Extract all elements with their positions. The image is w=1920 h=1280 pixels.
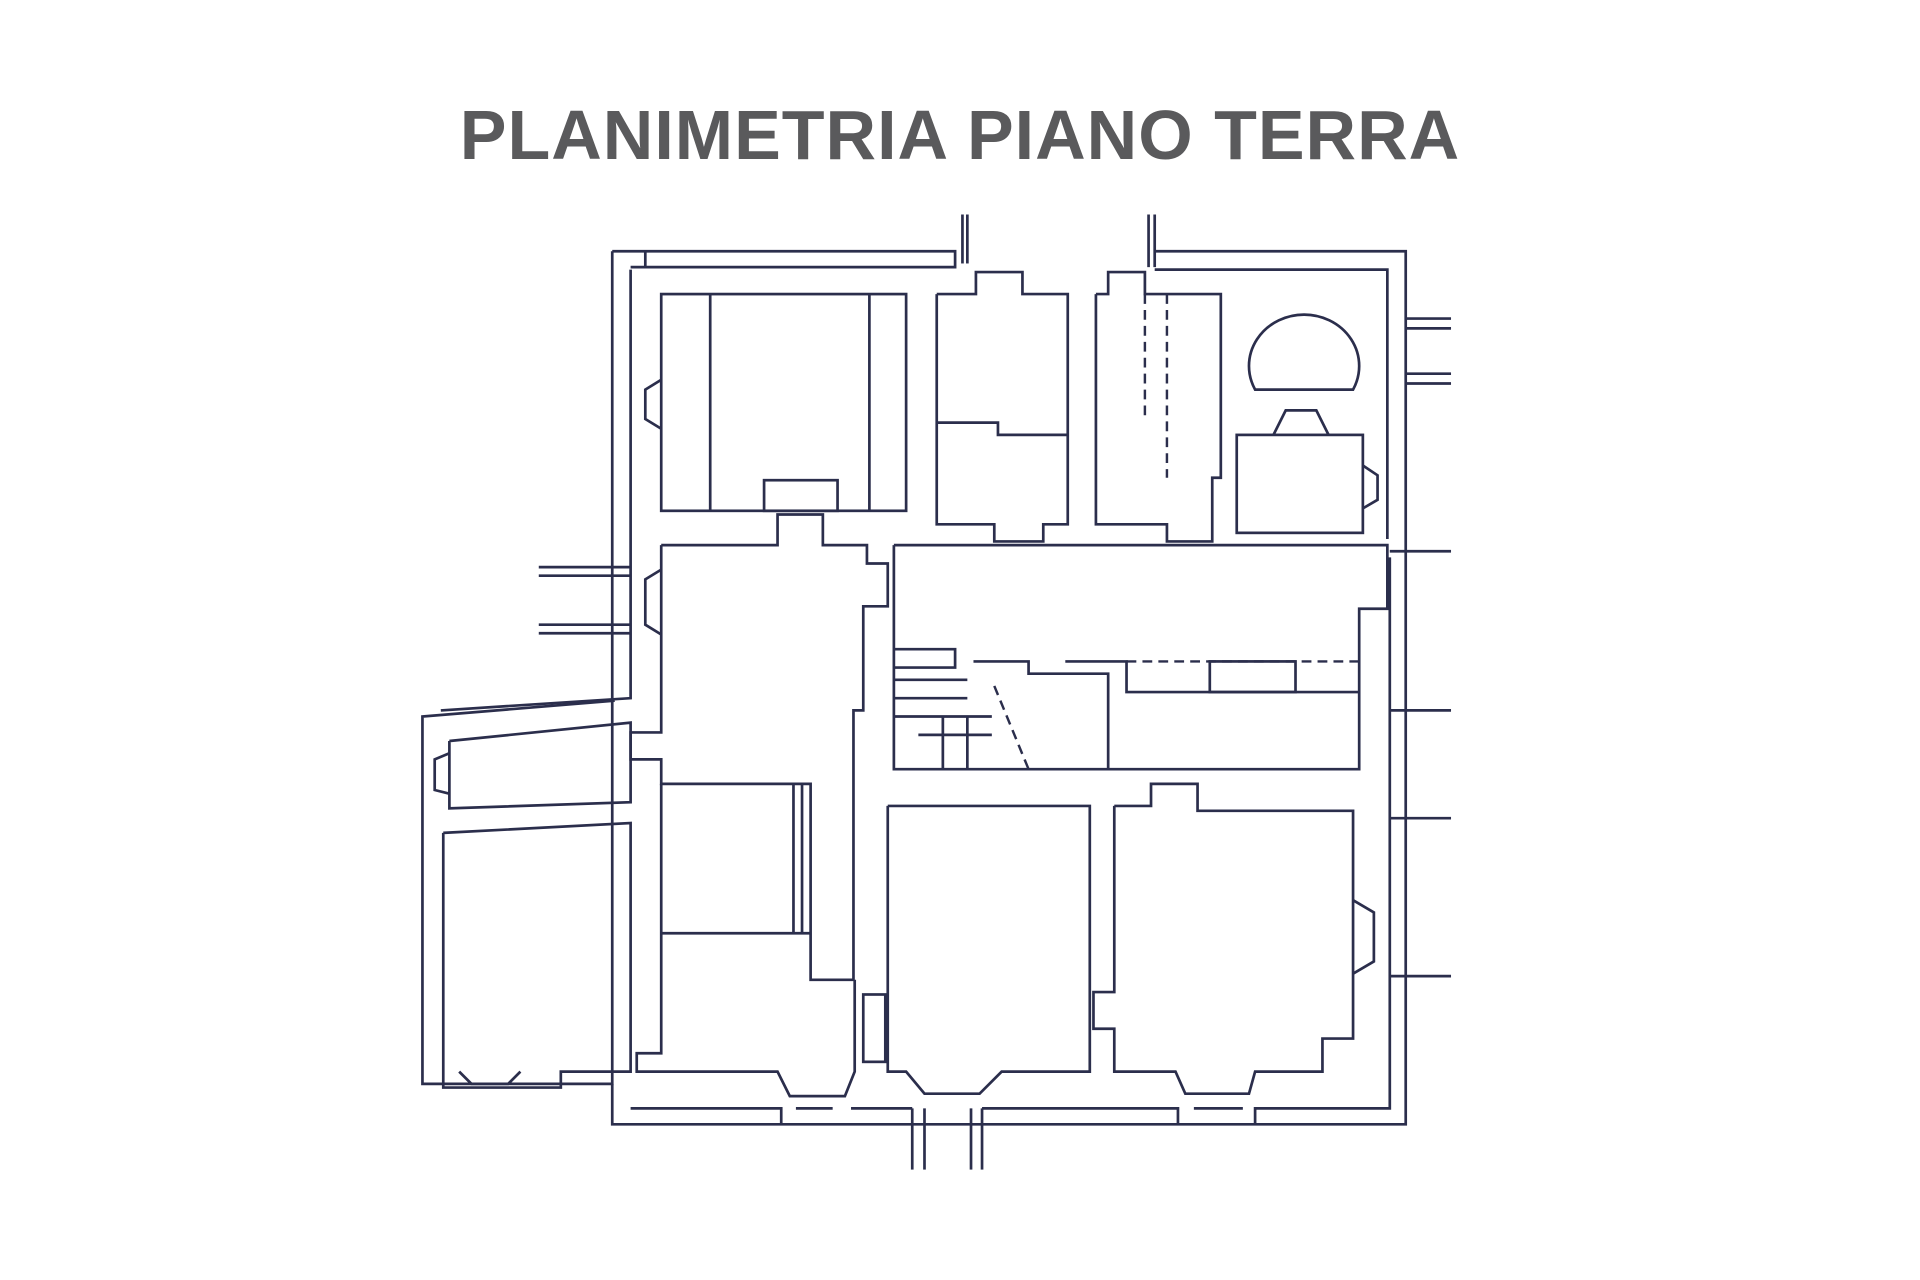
- stairs: [893, 678, 1030, 770]
- windows: [433, 378, 1379, 1086]
- page-title: PLANIMETRIA PIANO TERRA: [459, 96, 1461, 174]
- outer-walls: [421, 214, 1452, 1170]
- rooms: [441, 270, 1389, 1098]
